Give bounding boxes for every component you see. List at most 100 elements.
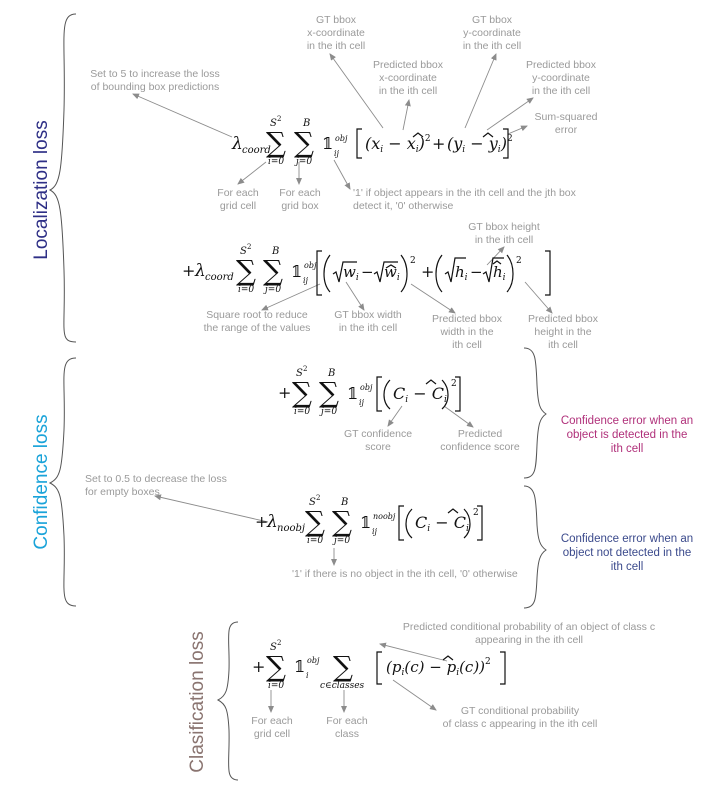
annotation-each-grid-cell-2-b: grid cell <box>254 728 290 740</box>
f3-plus: + <box>278 383 291 402</box>
f4-noobj: noobj <box>277 523 305 534</box>
annotation-pred-y: Predicted bbox y-coordinate in the ith c… <box>526 59 597 97</box>
f1-sum-j-bottom: j=0 <box>294 157 312 167</box>
annotation-each-grid-cell-1-b: grid cell <box>220 200 256 212</box>
annotation-each-grid-box: For each grid box <box>279 187 321 212</box>
f5-plus: + <box>252 657 265 676</box>
annotation-each-grid-box-b: grid box <box>281 200 319 212</box>
f2-sum-i-top-exp: 2 <box>247 243 251 251</box>
annotation-gt-y-2: y-coordinate <box>463 27 521 39</box>
annotation-gt-conf-2: score <box>365 441 391 453</box>
f2-sqrt-what <box>373 261 398 283</box>
annotation-lambda-coord-2: of bounding box predictions <box>91 81 219 93</box>
f2-sqrt-h <box>444 257 466 283</box>
f1-sum-i-bottom: i=0 <box>268 157 284 167</box>
f4-indicator: 𝟙 <box>360 513 371 532</box>
f4-paren-right <box>463 508 471 539</box>
f1-sum-i: ∑ <box>266 126 286 159</box>
annotation-lambda-noobj: Set to 0.5 to decrease the loss for empt… <box>85 473 227 498</box>
annotation-obj-indicator-2: detect it, '0' otherwise <box>353 200 453 212</box>
f2-minus-1: − <box>361 263 374 281</box>
annotation-each-class-a: For each <box>326 715 368 727</box>
annotation-pred-conf-2: confidence score <box>440 441 520 453</box>
f2-indicator-ij: ij <box>303 276 309 285</box>
annotation-pred-x: Predicted bbox x-coordinate in the ith c… <box>373 59 444 97</box>
annotation-each-grid-cell-1: For each grid cell <box>217 187 259 212</box>
f4-hat-C <box>447 508 459 514</box>
formula-confidence-obj: + ∑ S 2 i=0 ∑ B j=0 𝟙 obj ij Ci − Ci 2 <box>278 365 461 417</box>
arrow-pred-y <box>486 97 534 131</box>
annotation-sqrt-note-1: Square root to reduce <box>206 309 308 321</box>
annotation-gt-width-2: in the ith cell <box>339 322 397 334</box>
f2-sum-j: ∑ <box>263 254 283 287</box>
f3-sum-j-bottom: j=0 <box>319 407 337 417</box>
annotation-lambda-noobj-2: for empty boxes <box>85 486 160 498</box>
f3-C: Ci − Ci <box>393 384 447 405</box>
f2-hhat: hi <box>493 263 506 283</box>
f2-sum-i: ∑ <box>236 254 256 287</box>
annotation-arrows <box>132 53 553 713</box>
annotation-pred-width-3: ith cell <box>452 339 482 351</box>
f3-sum-i-top-exp: 2 <box>303 365 307 373</box>
annotation-sqrt-note-2: the range of the values <box>204 322 311 334</box>
annotation-gt-x-3: in the ith cell <box>307 40 365 52</box>
f5-p: (pi(c) − pi(c))2 <box>386 657 491 678</box>
annotation-gt-class: GT conditional probability of class c ap… <box>443 705 598 730</box>
annotation-lambda-coord: Set to 5 to increase the loss of boundin… <box>90 68 220 93</box>
annotation-gt-conf: GT confidence score <box>344 428 412 453</box>
f2-bracket-left <box>316 250 322 296</box>
annotation-pred-class-1: Predicted conditional probability of an … <box>403 621 655 633</box>
annotation-noobj-indicator: '1' if there is no object in the ith cel… <box>292 568 518 580</box>
f3-sum-i: ∑ <box>292 376 312 409</box>
f4-indicator-noobj: noobj <box>373 512 396 521</box>
f3-sum-j: ∑ <box>319 376 339 409</box>
f5-sum-i-top-exp: 2 <box>277 639 281 647</box>
f2-plus: + <box>182 261 195 280</box>
annotation-gt-y-1: GT bbox <box>472 14 513 26</box>
f3-sq: 2 <box>451 379 457 389</box>
annotation-pred-class-2: appearing in the ith cell <box>475 634 583 646</box>
annotation-pred-x-1: Predicted bbox <box>373 59 444 71</box>
f3-indicator: 𝟙 <box>347 384 358 403</box>
annotation-sum-squared-1: Sum-squared <box>534 111 597 123</box>
side-note-obj-line3: ith cell <box>611 443 644 455</box>
annotation-pred-width-1: Predicted bbox <box>432 313 503 325</box>
formula-confidence-noobj: + λ noobj ∑ S 2 i=0 ∑ B j=0 𝟙 noobj ij C… <box>255 494 483 546</box>
f5-sum-i-bottom: i=0 <box>268 681 284 691</box>
classification-brace <box>216 621 239 781</box>
f2-sum-i-top: S <box>240 246 247 257</box>
side-note-noobj-line3: ith cell <box>611 561 644 573</box>
f3-paren-left <box>383 379 391 410</box>
f3-paren-right <box>441 379 449 410</box>
f1-term-x: (xi − xi)2 <box>365 134 431 155</box>
annotation-pred-x-3: in the ith cell <box>379 85 437 97</box>
side-note-obj-line1: Confidence error when an <box>561 415 693 427</box>
f2-sq-2: 2 <box>516 256 522 266</box>
f5-indicator-obj: obj <box>307 656 320 665</box>
annotation-gt-y-3: in the ith cell <box>463 40 521 52</box>
side-note-noobj-line2: object not detected in the <box>563 547 692 559</box>
f3-indicator-obj: obj <box>360 383 373 392</box>
annotation-gt-conf-1: GT confidence <box>344 428 412 440</box>
f3-bracket-right <box>455 376 461 412</box>
f4-lambda: λ <box>266 512 278 532</box>
f4-sum-j-bottom: j=0 <box>332 536 350 546</box>
f4-sum-i-top: S <box>309 497 316 508</box>
f5-indicator-i: i <box>306 671 309 680</box>
f4-bracket-left <box>398 505 404 541</box>
annotation-gt-y: GT bbox y-coordinate in the ith cell <box>463 14 521 52</box>
f1-sum-j-top: B <box>302 118 310 129</box>
f1-hat-x <box>412 132 424 138</box>
confidence-brace <box>48 357 77 607</box>
f1-indicator-obj: obj <box>335 134 348 143</box>
annotation-pred-height-1: Predicted bbox <box>528 313 599 325</box>
annotation-pred-height-2: height in the <box>534 326 591 338</box>
formula-localization-xy: λ coord ∑ S 2 i=0 ∑ B j=0 𝟙 obj ij (xi −… <box>231 115 513 167</box>
f5-sum-i: ∑ <box>266 650 286 683</box>
annotation-each-grid-cell-1-a: For each <box>217 187 259 199</box>
arrow-pred-conf <box>443 405 474 428</box>
annotation-gt-x-1: GT bbox <box>316 14 357 26</box>
f4-C: Ci − Ci <box>415 513 469 534</box>
f5-bracket-right <box>500 651 506 685</box>
